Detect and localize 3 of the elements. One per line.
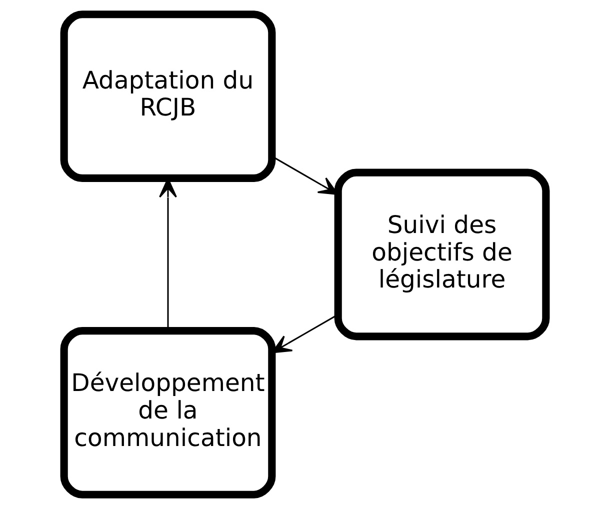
- node-box: Adaptation du RCJB: [60, 10, 276, 182]
- node-box: Suivi des objectifs de législature: [334, 168, 550, 340]
- node-box: Développement de la communication: [60, 327, 276, 498]
